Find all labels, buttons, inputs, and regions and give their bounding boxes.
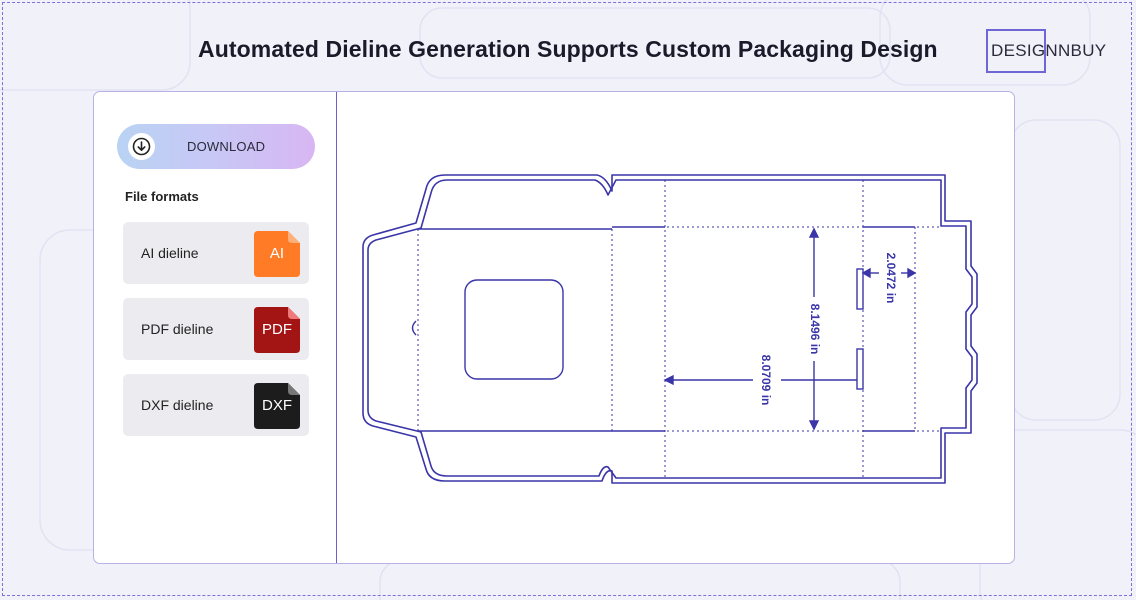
ai-file-icon: AI xyxy=(254,231,300,277)
format-label: PDF dieline xyxy=(141,321,214,337)
download-label: DOWNLOAD xyxy=(187,139,266,154)
file-formats-heading: File formats xyxy=(125,189,199,204)
format-label: AI dieline xyxy=(141,245,199,261)
format-label: DXF dieline xyxy=(141,397,214,413)
dim-height-label: 8.1496 in xyxy=(808,304,822,355)
dim-width-label: 8.0709 in xyxy=(759,355,773,406)
dieline-card: DOWNLOAD File formats AI dieline AI PDF … xyxy=(93,91,1015,564)
dieline-outline xyxy=(362,174,978,484)
inner-panels xyxy=(411,226,915,432)
logo-text: DESIGNNBUY xyxy=(991,41,1107,60)
file-badge-text: DXF xyxy=(262,397,292,414)
download-button[interactable]: DOWNLOAD xyxy=(117,124,315,169)
file-badge-text: PDF xyxy=(262,321,292,338)
logo-frame xyxy=(986,29,1046,73)
window-cutout xyxy=(464,279,564,380)
format-item-pdf[interactable]: PDF dieline PDF xyxy=(123,298,309,360)
pdf-file-icon: PDF xyxy=(254,307,300,353)
dieline-drawing: 8.1496 in 8.0709 in 2.0472 in xyxy=(362,174,978,484)
download-icon xyxy=(128,133,155,160)
format-item-ai[interactable]: AI dieline AI xyxy=(123,222,309,284)
brand-logo: DESIGNNBUY xyxy=(986,29,1136,73)
dimension-lines xyxy=(663,227,917,431)
page-title: Automated Dieline Generation Supports Cu… xyxy=(198,36,938,62)
file-shape xyxy=(254,231,300,277)
format-item-dxf[interactable]: DXF dieline DXF xyxy=(123,374,309,436)
sidebar: DOWNLOAD File formats AI dieline AI PDF … xyxy=(94,92,337,563)
dxf-file-icon: DXF xyxy=(254,383,300,429)
fold-lines xyxy=(417,180,941,478)
dim-flap-label: 2.0472 in xyxy=(884,253,898,304)
file-badge-text: AI xyxy=(269,245,285,262)
